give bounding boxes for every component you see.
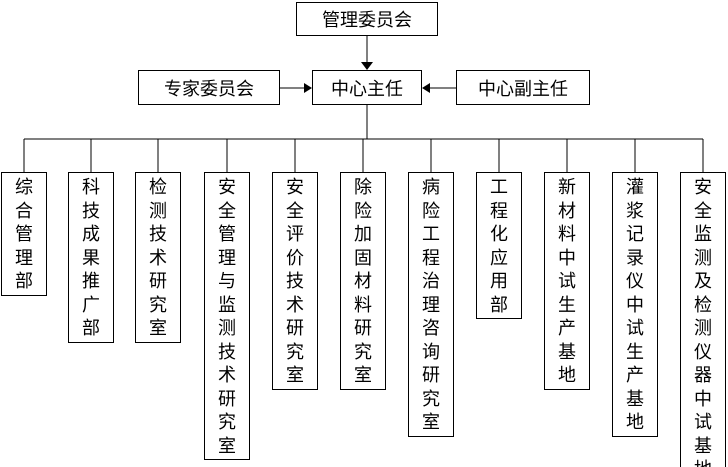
department-box-1: 综合管理部 [1,172,47,296]
expert-committee-label: 专家委员会 [164,78,254,100]
department-box-7: 病险工程治理咨询研究室 [408,172,454,437]
management-committee-label: 管理委员会 [322,10,412,31]
expert-committee-box: 专家委员会 [138,70,280,105]
deputy-director-label: 中心副主任 [478,78,568,100]
center-director-box: 中心主任 [312,70,422,105]
department-box-11: 安全监测及检测仪器中试基地 [680,172,726,467]
top-to-director-arrowhead [361,62,373,70]
center-director-label: 中心主任 [331,78,403,100]
department-box-3: 检测技术研究室 [135,172,181,343]
deputy-to-director-arrowhead [422,83,430,93]
deputy-director-box: 中心副主任 [456,70,590,105]
department-box-9: 新材料中试生产基地 [544,172,590,390]
department-box-5: 安全评价技术研究室 [272,172,318,390]
management-committee-box: 管理委员会 [296,2,438,36]
department-box-8: 工程化应用部 [476,172,522,319]
expert-to-director-arrowhead [304,83,312,93]
department-box-6: 除险加固材料研究室 [340,172,386,390]
department-box-4: 安全管理与监测技术研究室 [204,172,250,460]
department-box-2: 科技成果推广部 [68,172,114,343]
department-box-10: 灌浆记录仪中试生产基地 [612,172,658,437]
